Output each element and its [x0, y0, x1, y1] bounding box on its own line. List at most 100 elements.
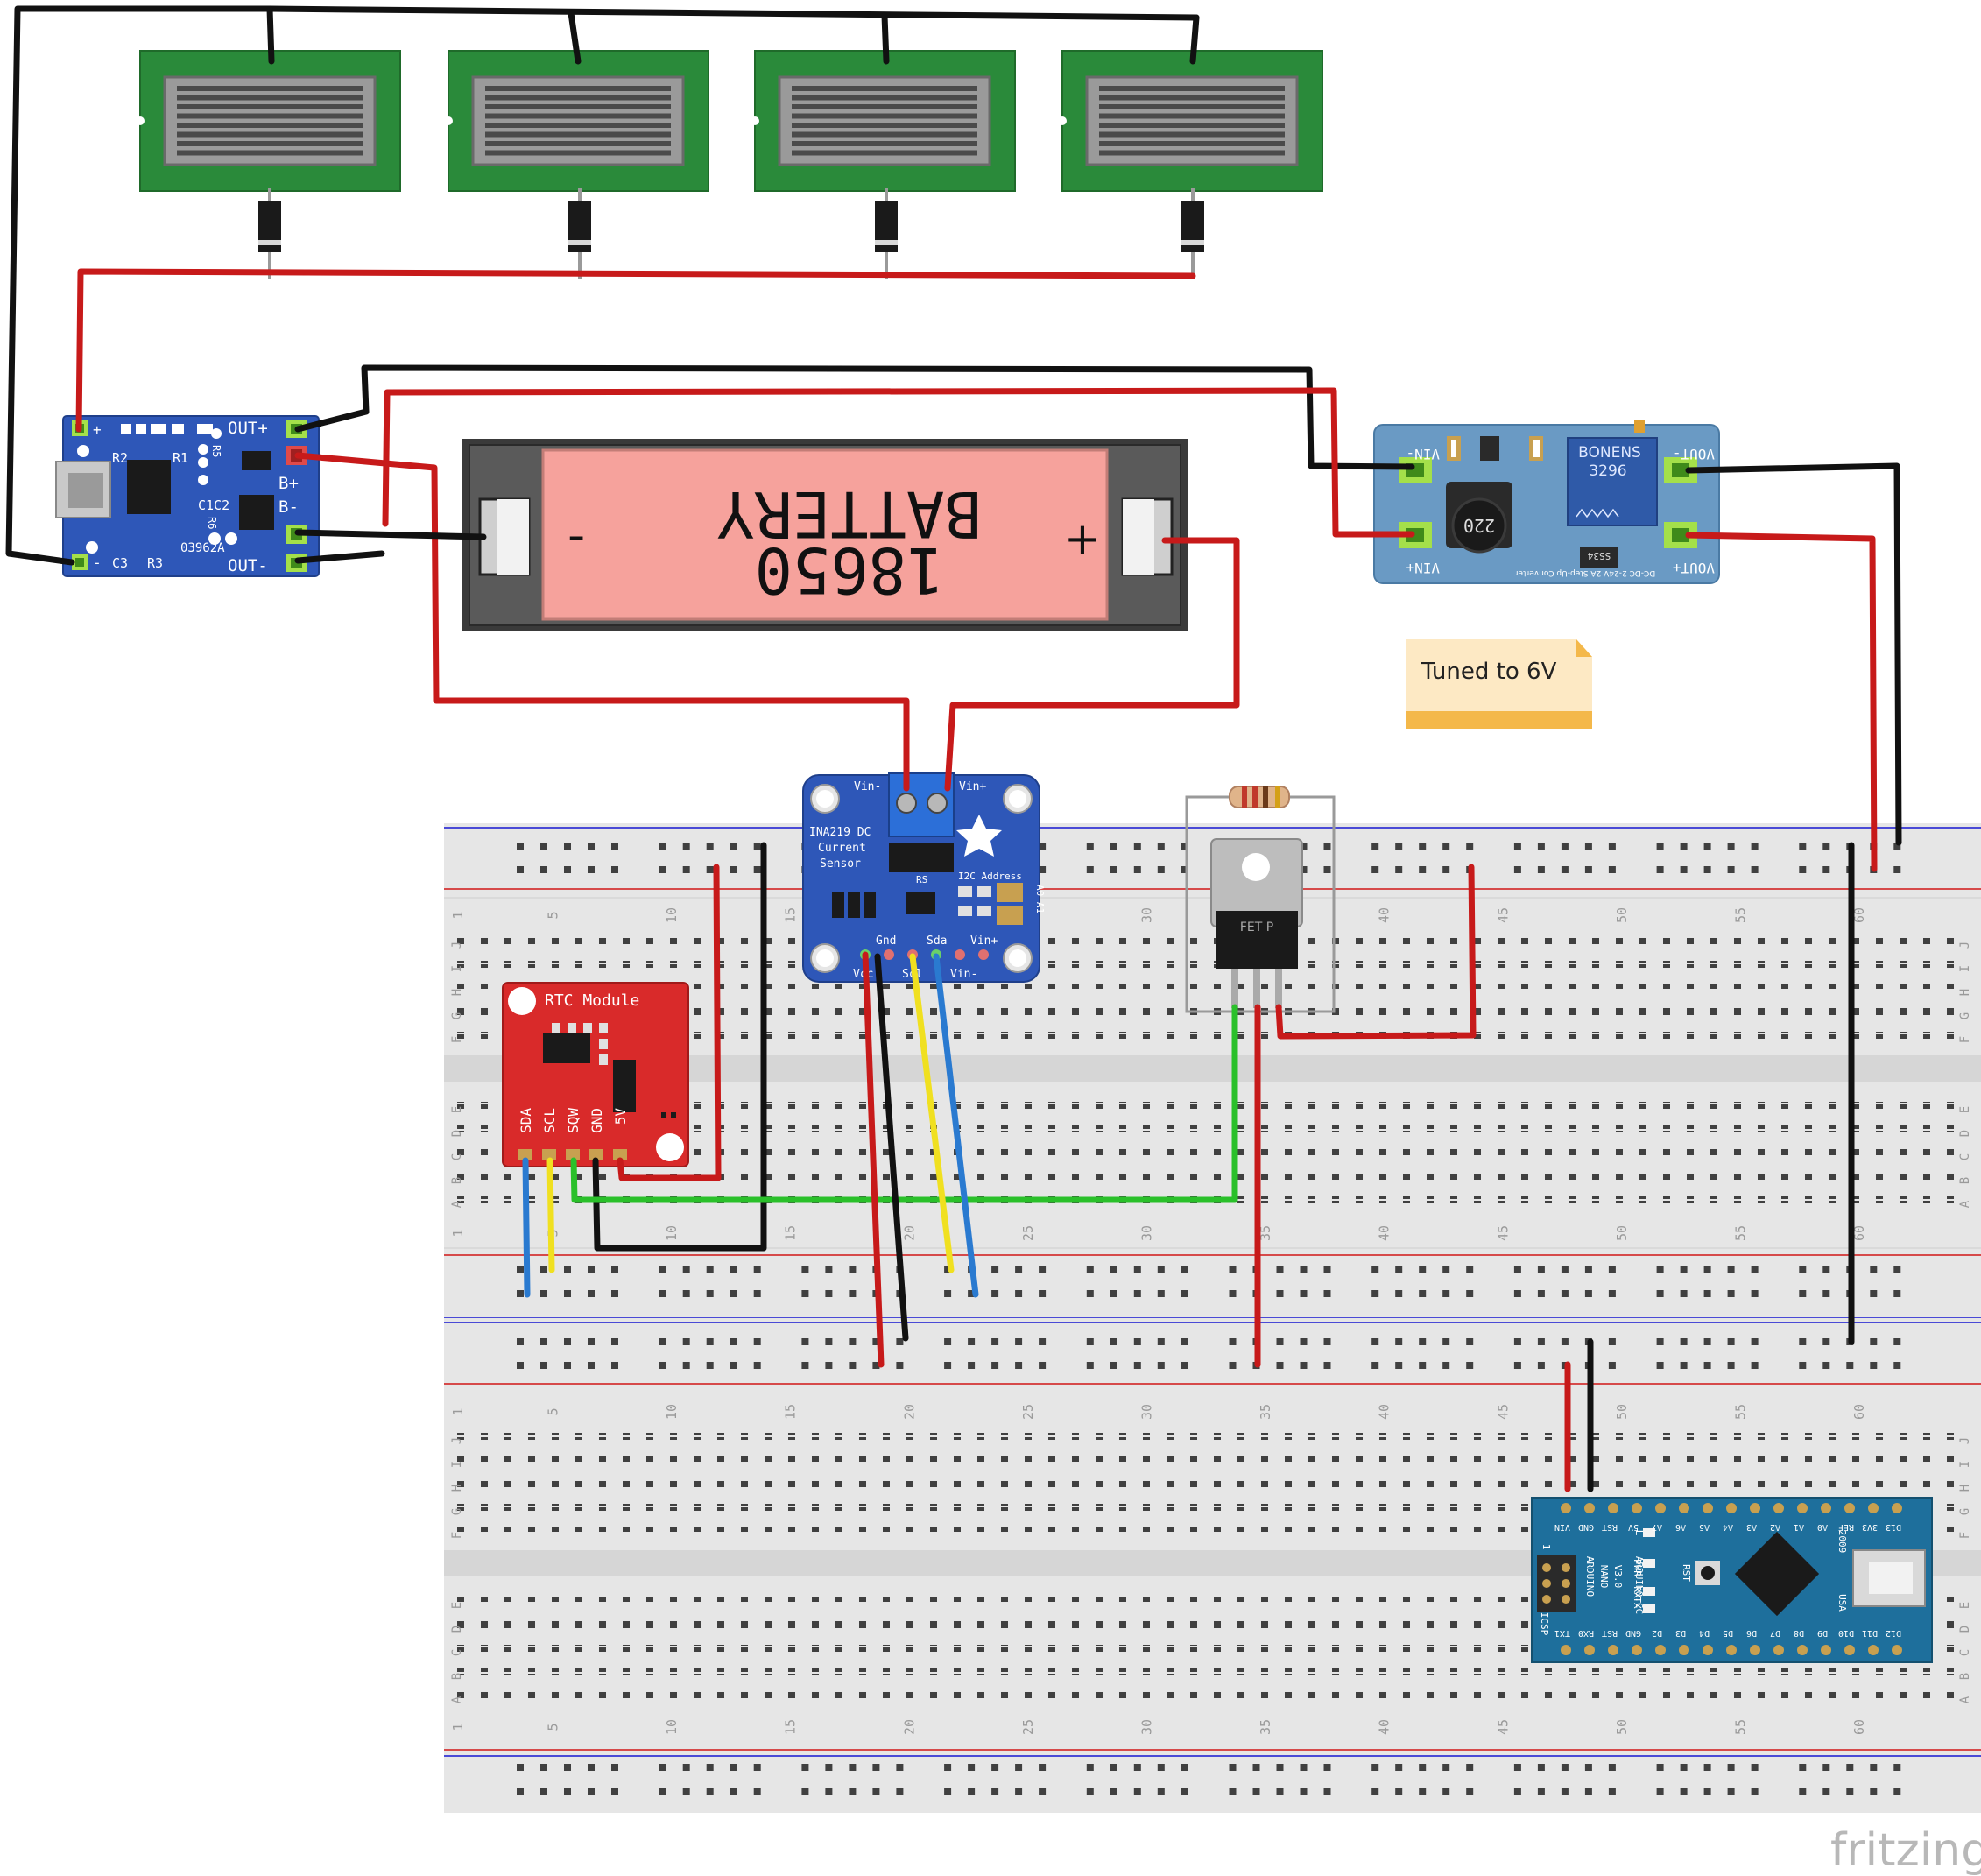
rail-hole — [1181, 866, 1188, 873]
rail-hole — [1561, 1764, 1569, 1771]
row-letter: J — [1958, 942, 1972, 949]
rail-hole — [1870, 1362, 1878, 1369]
rail-hole — [1561, 866, 1569, 873]
rail-hole — [517, 1338, 524, 1345]
boost-converter: 220 BONENS 3296 SS34 VIN- VIN+ VOUT- VOU… — [1373, 420, 1720, 584]
boost-inductor-label: 220 — [1463, 515, 1495, 536]
rail-hole — [1086, 1290, 1094, 1297]
rail-hole — [1181, 843, 1188, 850]
breadboard-row — [447, 937, 1970, 944]
rail-hole — [1751, 1266, 1759, 1273]
row-letter: I — [1958, 965, 1972, 972]
rail-hole — [1252, 1788, 1260, 1795]
charger-label-c1c2: C1C2 — [198, 497, 229, 513]
rail-hole — [1822, 1290, 1830, 1297]
wire-black-rail-rtc — [592, 842, 767, 1252]
rail-hole — [1323, 866, 1331, 873]
rail-hole — [1703, 1764, 1711, 1771]
rail-hole — [849, 1788, 857, 1795]
nano-pin-label: A2 — [1770, 1522, 1780, 1532]
wire-red-panel-bus — [75, 268, 1196, 433]
rail-hole — [1395, 1764, 1403, 1771]
diodes — [258, 188, 1204, 279]
rail-hole — [517, 1788, 524, 1795]
rail-hole — [1395, 1266, 1403, 1273]
rail-hole — [1442, 866, 1450, 873]
rail-hole — [730, 1290, 737, 1297]
nano-pin — [1892, 1645, 1902, 1655]
column-number: 40 — [1377, 1719, 1392, 1735]
nano-pin-label: D4 — [1699, 1628, 1710, 1638]
rail-hole — [849, 1266, 857, 1273]
rail-hole — [1537, 1338, 1545, 1345]
column-number: 45 — [1495, 1404, 1511, 1420]
rail-hole — [1513, 1290, 1521, 1297]
rail-hole — [1537, 1266, 1545, 1273]
rail-hole — [1181, 1338, 1188, 1345]
row-letter: D — [1958, 1130, 1972, 1137]
rail-hole — [1727, 1788, 1735, 1795]
column-number: 5 — [545, 911, 560, 919]
rail-hole — [801, 1338, 809, 1345]
rail-hole — [1466, 843, 1474, 850]
rail-hole — [1584, 1788, 1592, 1795]
nano-pin-label: GND — [1578, 1522, 1594, 1532]
rail-hole — [1086, 1338, 1094, 1345]
rail-hole — [801, 1290, 809, 1297]
column-number: 10 — [664, 907, 680, 923]
rail-hole — [564, 1338, 571, 1345]
rail-hole — [659, 1764, 666, 1771]
rail-hole — [1181, 1788, 1188, 1795]
nano-pin — [1632, 1503, 1642, 1513]
rail-hole — [872, 1362, 880, 1369]
rail-hole — [1822, 1338, 1830, 1345]
breadboard-row — [447, 1456, 1970, 1463]
nano-pin-label: D7 — [1770, 1628, 1780, 1638]
rail-hole — [588, 1788, 595, 1795]
rail-hole — [1371, 1266, 1379, 1273]
row-letter: E — [1958, 1602, 1972, 1609]
rtc-pin-sda: SDA — [518, 1108, 534, 1133]
rail-hole — [1893, 1266, 1901, 1273]
nano-pin — [1584, 1645, 1595, 1655]
rail-hole — [659, 1362, 666, 1369]
row-letter: I — [450, 1461, 464, 1468]
charger-label-r6: R6 — [206, 517, 218, 529]
rail-hole — [991, 1788, 999, 1795]
rail-hole — [1133, 1338, 1141, 1345]
wire-black-panel1 — [266, 5, 275, 65]
column-number: 30 — [1139, 1225, 1154, 1241]
rail-hole — [1133, 843, 1141, 850]
nano-pin — [1868, 1645, 1879, 1655]
rail-hole — [540, 1788, 547, 1795]
nano-pin-label: A3 — [1746, 1522, 1757, 1532]
breadboard-row — [447, 1645, 1970, 1652]
rail-hole — [564, 1788, 571, 1795]
wire-yellow-ina-scl — [909, 953, 955, 1273]
nano-pin-label: REF — [1838, 1522, 1854, 1532]
boost-diode-label: SS34 — [1587, 550, 1611, 561]
breadboard-row — [447, 1149, 1970, 1156]
rail-hole — [872, 1764, 880, 1771]
column-number: 40 — [1377, 907, 1392, 923]
rail-hole — [1727, 1266, 1735, 1273]
note-tuned-6v: Tuned to 6V — [1406, 639, 1592, 729]
fritzing-watermark: fritzing — [1830, 1824, 1981, 1876]
ina-title-2: Current — [818, 842, 866, 855]
rail-hole — [1561, 1338, 1569, 1345]
rail-hole — [1086, 866, 1094, 873]
rtc-pin-5v: 5V — [612, 1108, 629, 1125]
rail-hole — [1300, 843, 1308, 850]
solar-panel — [751, 50, 1016, 192]
rail-hole — [1870, 1764, 1878, 1771]
nano-pin-label: RST — [1602, 1522, 1618, 1532]
rail-hole — [1466, 1290, 1474, 1297]
row-letter: J — [450, 942, 464, 949]
rail-hole — [1371, 843, 1379, 850]
rail-hole — [588, 1338, 595, 1345]
rail-hole — [1442, 1338, 1450, 1345]
rail-hole — [1870, 1290, 1878, 1297]
row-letter: B — [1958, 1673, 1972, 1680]
rail-hole — [1110, 1338, 1117, 1345]
